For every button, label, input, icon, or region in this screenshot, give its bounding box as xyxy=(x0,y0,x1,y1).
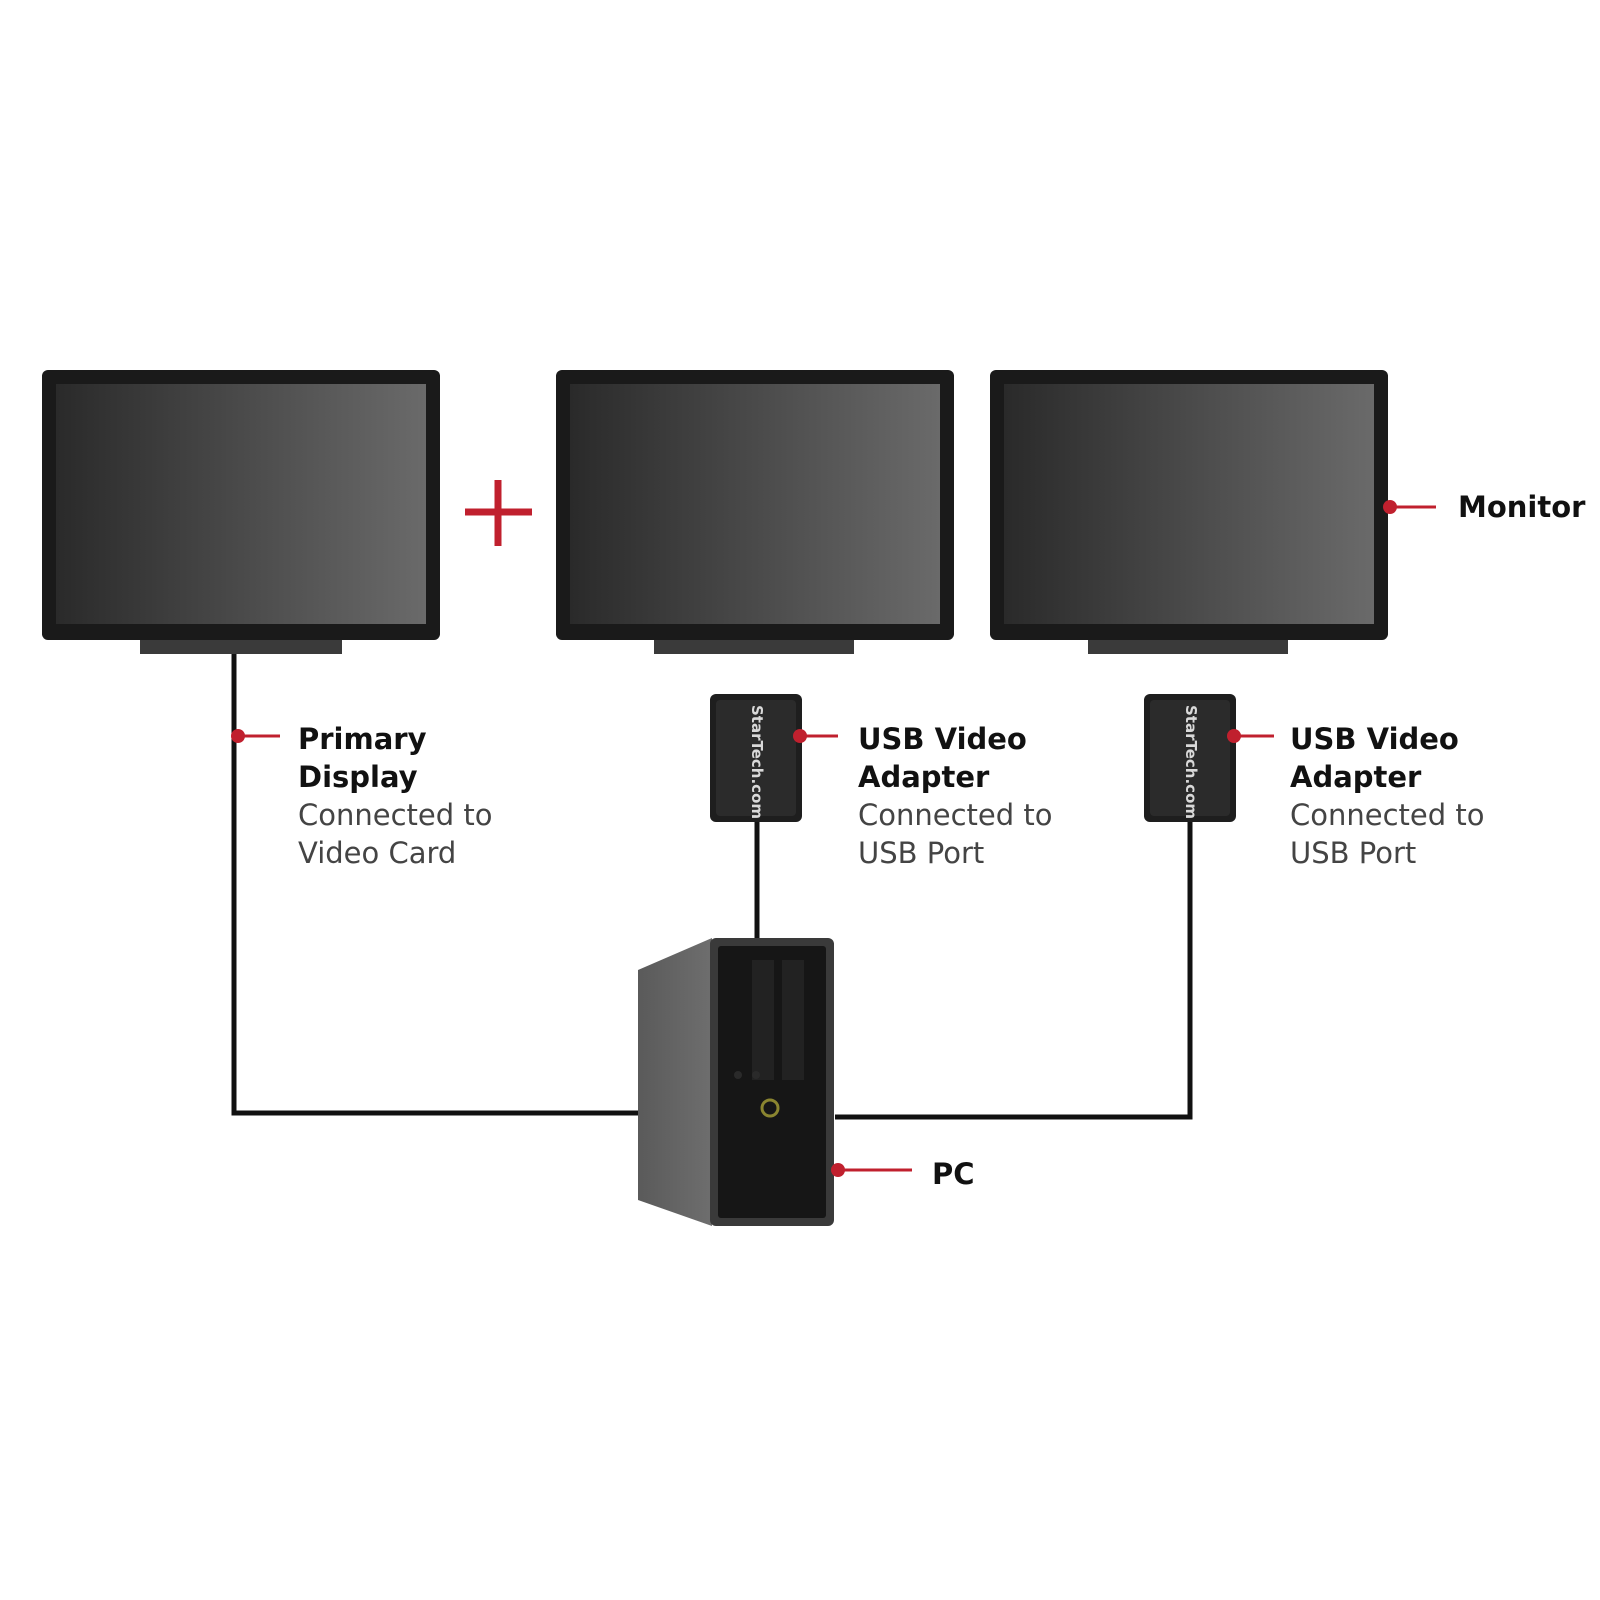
second-monitor xyxy=(556,370,954,654)
callouts xyxy=(231,500,1436,1177)
primary-display-desc-line-2: Video Card xyxy=(298,836,457,870)
usb-adapter-left-label: USB Video Adapter Connected to USB Port xyxy=(858,720,1053,872)
pc-tower xyxy=(638,938,834,1226)
monitor-screen xyxy=(570,384,940,624)
primary-display-desc-line-1: Connected to xyxy=(298,798,493,832)
cables xyxy=(231,652,1193,1120)
monitor-label: Monitor xyxy=(1458,490,1586,524)
adapter-logo-text: StarTech.com xyxy=(1182,705,1200,819)
pc-label: PC xyxy=(932,1157,975,1191)
usb-adapter-right-label: USB Video Adapter Connected to USB Port xyxy=(1290,720,1485,872)
cable-primary-display xyxy=(231,652,640,1116)
plus-icon xyxy=(465,480,532,546)
usb-adapter-left-title-line-2: Adapter xyxy=(858,760,990,794)
usb-adapter-right-desc-line-2: USB Port xyxy=(1290,836,1417,870)
usb-video-adapter-right: StarTech.com xyxy=(1144,694,1236,822)
usb-adapter-right-title-line-1: USB Video xyxy=(1290,722,1459,756)
monitor-stand xyxy=(140,636,342,654)
primary-display-label: Primary Display Connected to Video Card xyxy=(298,720,493,872)
monitor-screen xyxy=(1004,384,1374,624)
monitor-stand xyxy=(654,636,854,654)
adapter-logo-text: StarTech.com xyxy=(748,705,766,819)
primary-monitor xyxy=(42,370,440,654)
third-monitor xyxy=(990,370,1388,654)
usb-adapter-left-desc-line-2: USB Port xyxy=(858,836,985,870)
cable-usb-adapter-right xyxy=(835,820,1193,1120)
pc-power-button xyxy=(760,1098,780,1118)
primary-display-title-line-2: Display xyxy=(298,760,418,794)
monitor-stand xyxy=(1088,636,1288,654)
primary-display-title-line-1: Primary xyxy=(298,722,427,756)
pc-side-panel xyxy=(638,938,712,1226)
usb-adapter-right-desc-line-1: Connected to xyxy=(1290,798,1485,832)
usb-adapter-left-title-line-1: USB Video xyxy=(858,722,1027,756)
usb-adapter-right-title-line-2: Adapter xyxy=(1290,760,1422,794)
usb-video-adapter-left: StarTech.com xyxy=(710,694,802,822)
monitor-screen xyxy=(56,384,426,624)
usb-adapter-left-desc-line-1: Connected to xyxy=(858,798,1053,832)
